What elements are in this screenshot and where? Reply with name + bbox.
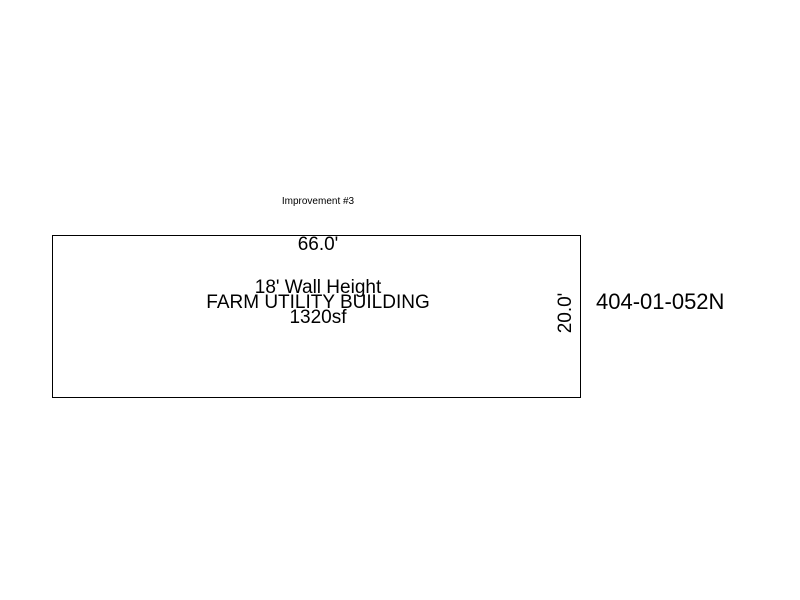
width-dimension-label: 66.0' bbox=[297, 234, 339, 255]
parcel-id-label: 404-01-052N bbox=[596, 289, 725, 314]
building-outline bbox=[52, 235, 581, 398]
building-description: 18' Wall Height FARM UTILITY BUILDING 13… bbox=[206, 277, 430, 328]
building-type-label: FARM UTILITY BUILDING bbox=[206, 292, 430, 313]
wall-height-label: 18' Wall Height bbox=[254, 277, 382, 298]
improvement-label: Improvement #3 bbox=[281, 196, 355, 207]
height-dimension-label: 20.0' bbox=[555, 292, 576, 334]
building-area-label: 1320sf bbox=[289, 307, 347, 328]
